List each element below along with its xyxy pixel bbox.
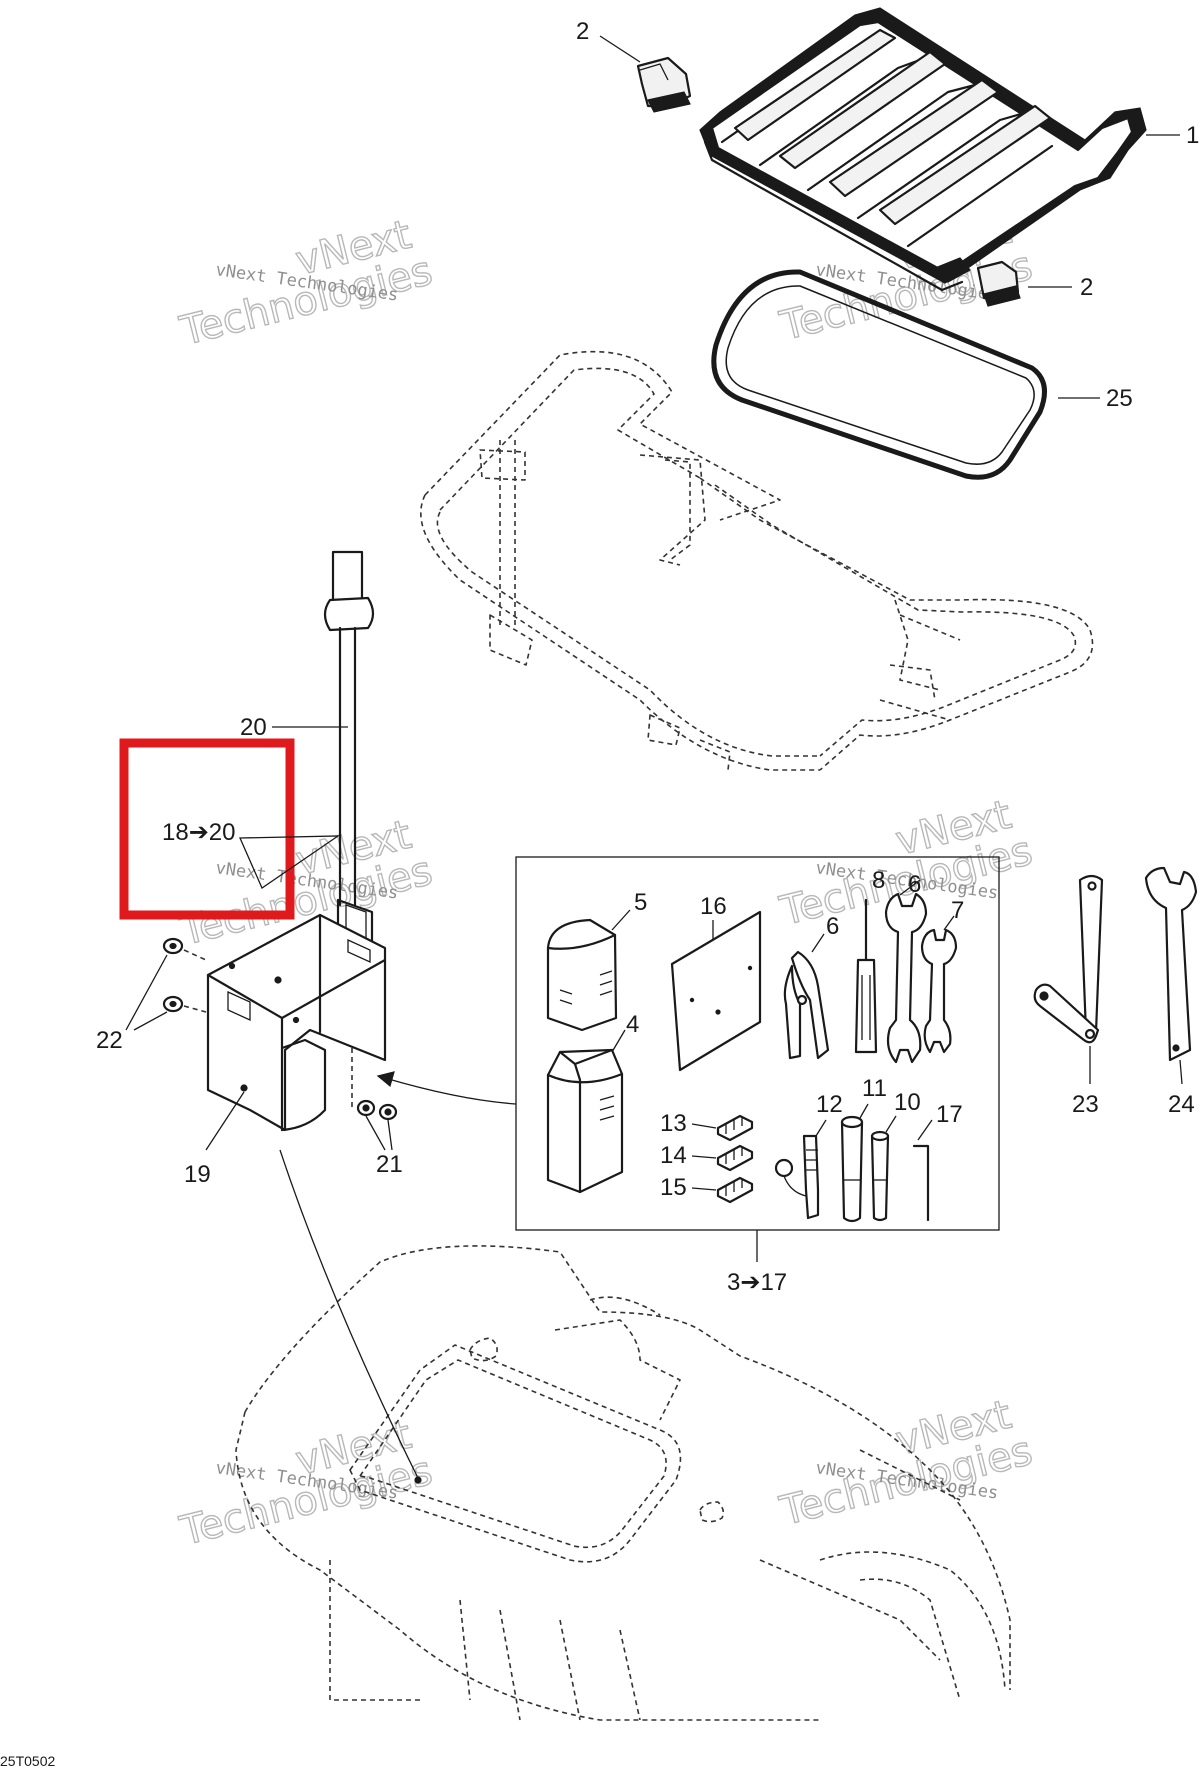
leader-2a <box>599 35 641 63</box>
leader-19 <box>205 1091 245 1151</box>
part-12-gap-tool <box>774 1134 820 1220</box>
part-4-tool-bag <box>546 1048 624 1194</box>
part-22-washers <box>162 937 207 1013</box>
leader-4 <box>611 1029 626 1053</box>
leader-21 <box>365 1115 393 1151</box>
callout-12: 12 <box>816 1091 843 1118</box>
callout-3-17: 3➔17 <box>727 1269 787 1296</box>
leader-24 <box>1179 1059 1183 1085</box>
leader-15 <box>691 1187 717 1191</box>
highlight-box <box>119 738 295 920</box>
callout-13: 13 <box>660 1110 687 1137</box>
part-15-fuse <box>716 1176 754 1204</box>
part-6-pliers <box>783 950 830 1060</box>
callout-15: 15 <box>660 1174 687 1201</box>
callout-25: 25 <box>1106 385 1133 412</box>
callout-14: 14 <box>660 1142 687 1169</box>
leader-8 <box>899 879 921 896</box>
part-23-spanner <box>1033 874 1104 1044</box>
callout-24: 24 <box>1168 1091 1195 1118</box>
leader-10 <box>885 1115 897 1133</box>
leader-22 <box>125 954 168 1031</box>
leader-19-to-fender <box>279 1149 419 1479</box>
part-14-fuse <box>716 1144 754 1172</box>
callout-2b: 2 <box>1080 274 1093 301</box>
part-11-socket <box>840 1115 864 1223</box>
part-24-spanner <box>1144 866 1198 1062</box>
callout-5: 5 <box>634 889 647 916</box>
leader-end-dot <box>414 1476 422 1484</box>
part-2-latch-right <box>976 260 1021 307</box>
part-1-storage-lid <box>699 7 1147 292</box>
leader-13 <box>691 1123 717 1129</box>
leader-12 <box>815 1119 827 1137</box>
watermark-bottom-right: vNext Technologies vNext Technologies <box>775 1391 1038 1536</box>
leader-17 <box>917 1119 933 1141</box>
leader-11 <box>859 1103 869 1119</box>
leader-18-20 <box>239 835 341 889</box>
callout-1: 1 <box>1186 122 1199 149</box>
part-8-wrench <box>884 892 928 1064</box>
watermark-top-left: vNext Technologies vNext Technologies <box>175 211 438 356</box>
callout-11: 11 <box>862 1075 887 1102</box>
callout-4: 4 <box>626 1011 639 1038</box>
rear-fender-body <box>235 1245 1011 1721</box>
callout-6b: 6 <box>908 871 921 898</box>
part-2-latch-top <box>636 56 692 113</box>
part-19-storage-box <box>206 913 387 1132</box>
leader-5 <box>611 909 631 931</box>
leader-6a <box>811 933 825 953</box>
callout-16: 16 <box>700 893 727 920</box>
leader-7 <box>943 915 955 931</box>
kit-arrow-line <box>384 1077 517 1105</box>
callout-22: 22 <box>96 1027 123 1054</box>
part-21-screws <box>356 1099 398 1121</box>
part-25-gasket <box>711 269 1047 480</box>
callout-23: 23 <box>1072 1091 1099 1118</box>
figure-code: 25T0502 <box>0 1753 55 1769</box>
callout-10: 10 <box>894 1089 921 1116</box>
callout-2a: 2 <box>576 18 589 45</box>
rear-rack-frame <box>420 350 1094 771</box>
callout-6a: 6 <box>826 913 839 940</box>
part-10-socket <box>870 1130 890 1222</box>
callout-7: 7 <box>951 897 964 924</box>
part-17-hex-key <box>912 1144 930 1222</box>
part-5-bag-cover <box>546 918 618 1032</box>
callout-17: 17 <box>936 1101 963 1128</box>
watermark-bottom-left: vNext Technologies vNext Technologies <box>175 1411 438 1556</box>
callout-19: 19 <box>184 1161 211 1188</box>
part-16-instruction-card <box>670 910 762 1072</box>
part-7-wrench <box>920 928 958 1054</box>
callout-8: 8 <box>872 867 885 894</box>
callout-20: 20 <box>240 714 267 741</box>
callout-18-20: 18➔20 <box>162 819 236 846</box>
leader-14 <box>691 1155 717 1159</box>
part-6-screwdriver <box>854 898 878 1054</box>
kit-arrow-head <box>376 1071 395 1088</box>
callout-21: 21 <box>376 1151 403 1178</box>
part-13-fuse <box>716 1114 754 1142</box>
